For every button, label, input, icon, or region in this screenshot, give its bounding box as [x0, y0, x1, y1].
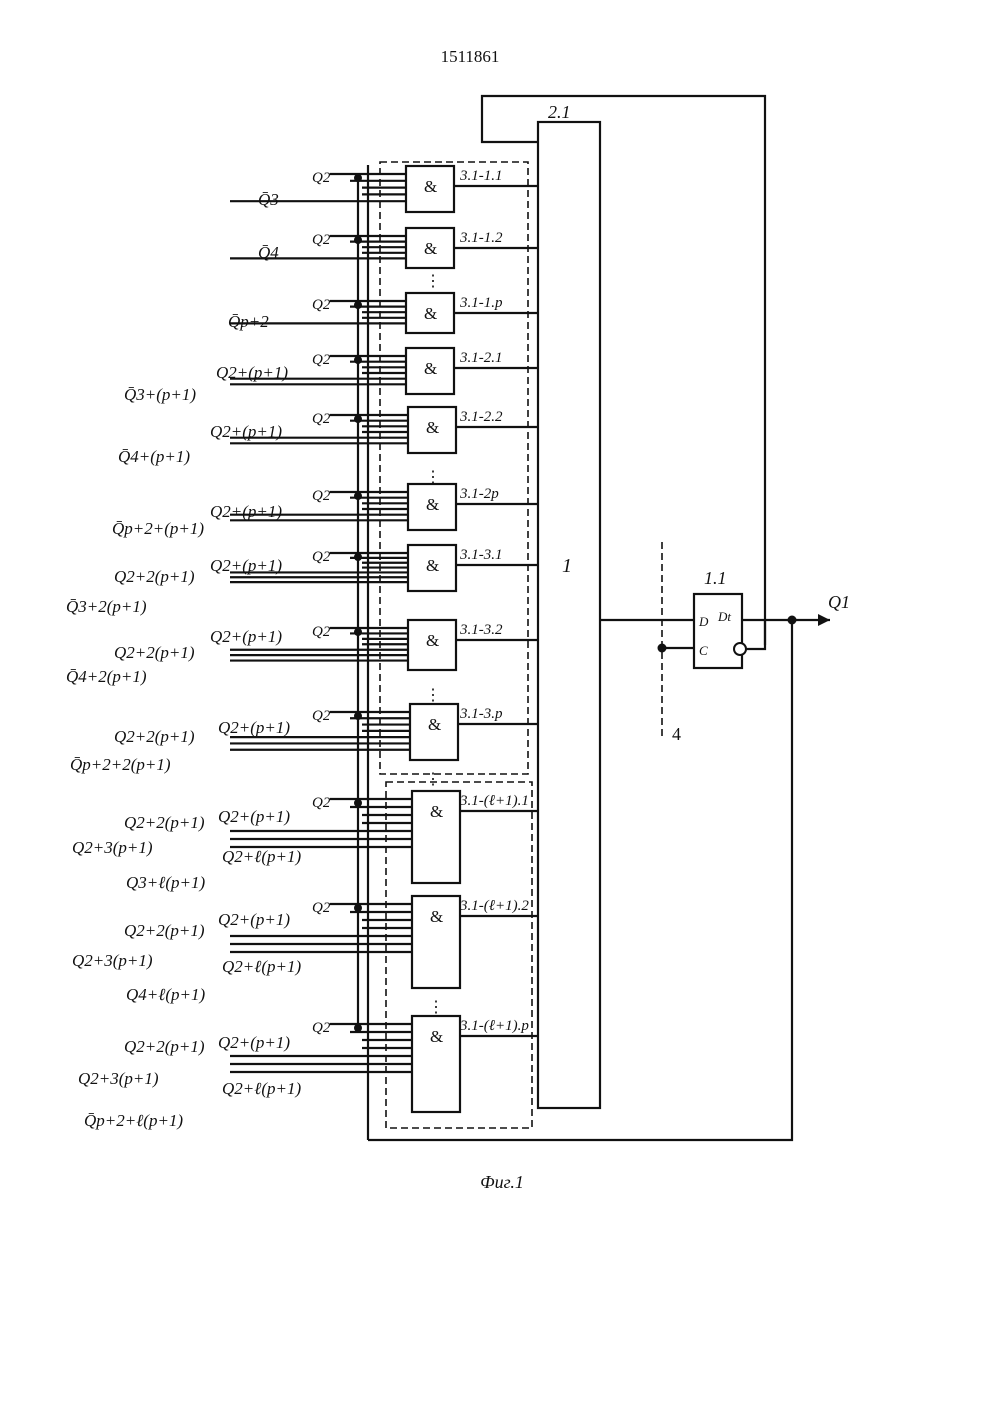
- gate-input-label: Q3+ℓ(p+1): [126, 873, 205, 892]
- gate-input-label: Q̄p+2+2(p+1): [70, 755, 171, 774]
- gate-q2-label: Q2: [312, 488, 331, 504]
- gate-id-label: 3.1-1.1: [459, 168, 503, 184]
- gate-id-label: 3.1-2p: [459, 486, 499, 502]
- gate-input-label: Q2+(p+1): [210, 627, 282, 646]
- gate-input-label: Q2+3(p+1): [72, 951, 153, 970]
- gate-input-label: Q2+(p+1): [218, 1033, 290, 1052]
- gate-q2-label: Q2: [312, 708, 331, 724]
- trigger-dt-label: Dt: [717, 609, 731, 624]
- gate-q2-label: Q2: [312, 170, 331, 186]
- gate-input-label: Q2+2(p+1): [124, 1037, 205, 1056]
- and-gate-symbol: &: [428, 715, 441, 734]
- inverse-output-bubble: [734, 643, 746, 655]
- gate-input-label: Q2+2(p+1): [124, 813, 205, 832]
- gate-input-label: Q2+(p+1): [210, 422, 282, 441]
- gate-input-label: Q2+2(p+1): [114, 727, 195, 746]
- and-gate-symbol: &: [426, 556, 439, 575]
- gate-input-label: Q4+ℓ(p+1): [126, 985, 205, 1004]
- or-block: [538, 122, 600, 1108]
- clock-line-label: 4: [672, 724, 681, 744]
- ellipsis: ⋮: [428, 999, 444, 1016]
- and-gate-symbol: &: [430, 1027, 443, 1046]
- gate-input-label: Q2+(p+1): [218, 807, 290, 826]
- trigger-d-label: D: [698, 614, 709, 629]
- ellipsis: ⋮: [425, 771, 441, 788]
- gate-input-label: Q̄3+(p+1): [124, 385, 196, 404]
- gate-q2-label: Q2: [312, 900, 331, 916]
- gate-id-label: 3.1-3.1: [459, 547, 503, 563]
- and-gate-symbol: &: [430, 907, 443, 926]
- gate-id-label: 3.1-3.2: [459, 622, 503, 638]
- gate-input-label: Q̄4+(p+1): [118, 447, 190, 466]
- patent-number: 1511861: [441, 47, 500, 66]
- and-gate-symbol: &: [424, 177, 437, 196]
- gate-input-label: Q̄4+2(p+1): [66, 667, 147, 686]
- and-gate-symbol: &: [424, 359, 437, 378]
- trigger-label: 1.1: [704, 568, 727, 588]
- gate-id-label: 3.1-1.2: [459, 230, 503, 246]
- figure-caption: Фиг.1: [480, 1172, 524, 1192]
- gate-id-label: 3.1-2.1: [459, 350, 503, 366]
- gate-q2-label: Q2: [312, 352, 331, 368]
- gate-input-label: Q̄p+2+ℓ(p+1): [84, 1111, 183, 1130]
- gate-input-label: Q̄3+2(p+1): [66, 597, 147, 616]
- gate-q2-label: Q2: [312, 624, 331, 640]
- gate-input-label: Q2+ℓ(p+1): [222, 1079, 301, 1098]
- gate-input-label: Q2+(p+1): [210, 556, 282, 575]
- gate-q2-label: Q2: [312, 232, 331, 248]
- gate-input-label: Q2+3(p+1): [72, 838, 153, 857]
- trigger-c-label: C: [699, 643, 708, 658]
- and-gate-symbol: &: [430, 802, 443, 821]
- and-gate-symbol: &: [426, 631, 439, 650]
- gate-id-label: 3.1-(ℓ+1).1: [459, 793, 529, 809]
- and-gate-symbol: &: [426, 418, 439, 437]
- gate-q2-label: Q2: [312, 549, 331, 565]
- feedback-line: [482, 96, 765, 645]
- gate-input-label: Q̄p+2: [228, 312, 269, 331]
- ellipsis: ⋮: [425, 687, 441, 704]
- gate-q2-label: Q2: [312, 297, 331, 313]
- inverse-output-line: [746, 620, 765, 649]
- gate-id-label: 3.1-3.p: [459, 706, 503, 722]
- gates-layer: &3.1-1.1Q2Q̄3&3.1-1.2Q2Q̄4&3.1-1.pQ2Q̄p+…: [66, 166, 538, 1130]
- and-gate-symbol: &: [424, 239, 437, 258]
- and-gate-symbol: &: [426, 495, 439, 514]
- gate-input-label: Q̄3: [258, 190, 279, 209]
- gate-input-label: Q2+3(p+1): [78, 1069, 159, 1088]
- gate-q2-label: Q2: [312, 795, 331, 811]
- gate-input-label: Q2+(p+1): [218, 718, 290, 737]
- gate-input-label: Q2+2(p+1): [114, 567, 195, 586]
- block-center-label: 1: [562, 555, 572, 577]
- gate-input-label: Q̄p+2+(p+1): [112, 519, 204, 538]
- gate-q2-label: Q2: [312, 1020, 331, 1036]
- gate-input-label: Q2+2(p+1): [124, 921, 205, 940]
- gate-input-label: Q2+2(p+1): [114, 643, 195, 662]
- gate-id-label: 3.1-2.2: [459, 409, 503, 425]
- gate-input-label: Q2+(p+1): [210, 502, 282, 521]
- output-label: Q1: [828, 592, 850, 612]
- gate-q2-label: Q2: [312, 411, 331, 427]
- gate-id-label: 3.1-1.p: [459, 295, 503, 311]
- and-gate-symbol: &: [424, 304, 437, 323]
- block-top-label: 2.1: [548, 102, 571, 122]
- gate-input-label: Q2+ℓ(p+1): [222, 847, 301, 866]
- gate-input-label: Q2+ℓ(p+1): [222, 957, 301, 976]
- gate-input-label: Q2+(p+1): [218, 910, 290, 929]
- gate-input-label: Q̄4: [258, 243, 279, 262]
- junction-dot: [658, 644, 667, 653]
- gate-input-label: Q2+(p+1): [216, 363, 288, 382]
- gate-id-label: 3.1-(ℓ+1).p: [459, 1018, 529, 1034]
- gate-id-label: 3.1-(ℓ+1).2: [459, 898, 529, 914]
- ellipsis: ⋮: [425, 273, 441, 290]
- output-arrow: [818, 614, 830, 626]
